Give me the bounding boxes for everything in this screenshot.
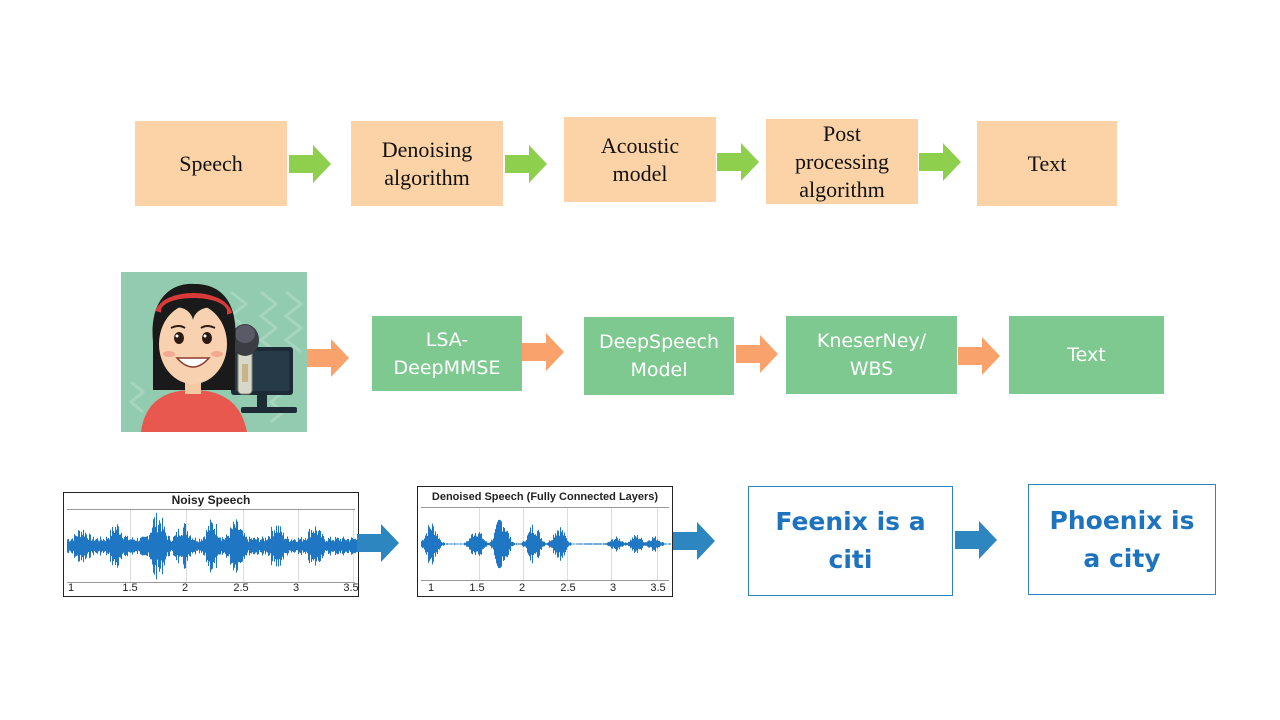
arrow-icon	[289, 145, 331, 183]
post-processing-algorithm-box: Post processing algorithm	[766, 119, 918, 204]
denoised-waveform	[421, 519, 671, 569]
denoised-speech-title: Denoised Speech (Fully Connected Layers)	[431, 491, 659, 503]
arrow-icon	[505, 145, 547, 183]
tick-label: 3	[292, 582, 300, 594]
noisy-waveform-area	[67, 509, 357, 583]
acoustic-model-box: Acoustic model	[564, 117, 716, 202]
arrow-icon	[307, 339, 349, 377]
recognized-text-box: Feenix is a citi	[748, 486, 953, 596]
tick-label: 3	[609, 582, 617, 594]
tick-label: 3.5	[650, 582, 666, 594]
deepspeech-model-box: DeepSpeech Model	[584, 317, 734, 395]
post-processing-algorithm-label: Post processing algorithm	[794, 120, 890, 202]
deepspeech-model-label: DeepSpeech Model	[598, 331, 720, 381]
corrected-text-label: Phoenix is a city	[1049, 505, 1195, 573]
lsa-deepmmse-label: LSA- DeepMMSE	[393, 328, 501, 379]
noisy-waveform	[67, 512, 357, 580]
lsa-deepmmse-box: LSA- DeepMMSE	[372, 316, 522, 391]
tick-label: 1	[67, 582, 75, 594]
denoising-algorithm-label: Denoising algorithm	[381, 136, 473, 190]
waveform-path	[421, 519, 671, 569]
kneserney-wbs-label: KneserNey/ WBS	[816, 330, 927, 380]
waveform-path	[67, 512, 357, 580]
arrow-icon	[717, 143, 759, 181]
tick-label: 1	[427, 582, 435, 594]
text-output-box: Text	[977, 121, 1117, 206]
arrow-icon	[955, 521, 997, 559]
recognized-text-label: Feenix is a citi	[775, 507, 926, 574]
text-output-green-label: Text	[1067, 344, 1106, 366]
woman-with-microphone-illustration	[121, 272, 307, 432]
arrow-icon	[357, 524, 399, 562]
tick-label: 2	[181, 582, 189, 594]
kneserney-wbs-box: KneserNey/ WBS	[786, 316, 957, 394]
noisy-speech-plot: Noisy Speech 1 1.5 2 2.5 3 3.5	[63, 492, 359, 597]
text-output-green-box: Text	[1009, 316, 1164, 394]
noisy-speech-title: Noisy Speech	[171, 493, 251, 507]
denoising-algorithm-box: Denoising algorithm	[351, 121, 503, 206]
corrected-text-box: Phoenix is a city	[1028, 484, 1216, 595]
speech-label: Speech	[179, 150, 243, 176]
arrow-icon	[958, 337, 1000, 375]
arrow-icon	[522, 333, 564, 371]
arrow-icon	[673, 522, 715, 560]
tick-label: 2.5	[233, 582, 249, 594]
tick-label: 1.5	[122, 582, 138, 594]
denoised-waveform-area	[421, 507, 671, 581]
tick-label: 2	[518, 582, 526, 594]
arrow-icon	[919, 143, 961, 181]
acoustic-model-label: Acoustic model	[600, 132, 680, 186]
tick-label: 2.5	[560, 582, 576, 594]
tick-label: 1.5	[469, 582, 485, 594]
speech-box: Speech	[135, 121, 287, 206]
text-output-label: Text	[1027, 150, 1067, 176]
denoised-speech-plot: Denoised Speech (Fully Connected Layers)…	[417, 486, 673, 597]
tick-label: 3.5	[343, 582, 359, 594]
arrow-icon	[736, 335, 778, 373]
